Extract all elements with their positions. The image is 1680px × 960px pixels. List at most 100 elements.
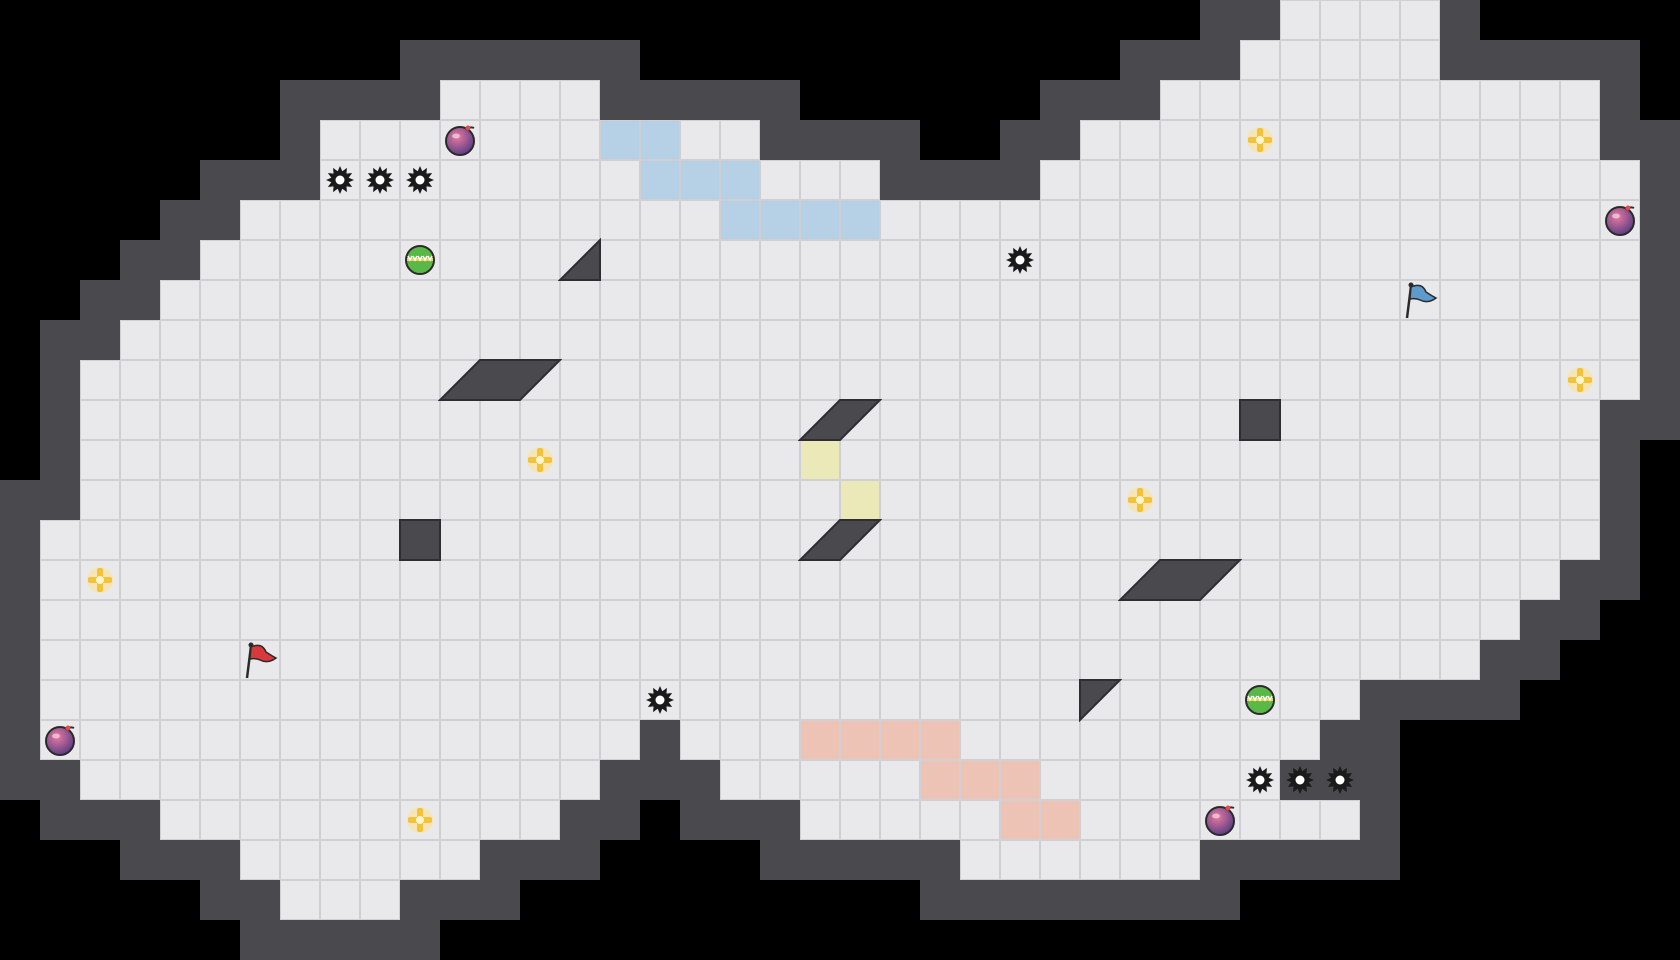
- wall-tile: [0, 480, 40, 520]
- floor-tile: [1120, 320, 1160, 360]
- grid-cell: [1440, 120, 1480, 160]
- grid-cell: [680, 360, 720, 400]
- grid-cell: [960, 400, 1000, 440]
- grid-cell: [1600, 320, 1640, 360]
- grid-cell: [1320, 400, 1360, 440]
- wall-tile: [240, 920, 280, 960]
- floor-tile: [40, 560, 80, 600]
- grid-cell: [1560, 440, 1600, 480]
- floor-tile: [840, 560, 880, 600]
- grid-cell: [1520, 120, 1560, 160]
- grid-cell: [1280, 360, 1320, 400]
- floor-tile: [480, 280, 520, 320]
- floor-tile: [920, 400, 960, 440]
- wall-tile: [160, 840, 200, 880]
- grid-cell: [1000, 840, 1040, 880]
- wall-tile: [1440, 680, 1480, 720]
- grid-cell: [1040, 520, 1080, 560]
- wall-tile: [0, 760, 40, 800]
- floor-tile: [1320, 560, 1360, 600]
- grid-cell: [280, 200, 320, 240]
- grid-cell: [360, 120, 400, 160]
- floor-tile: [760, 640, 800, 680]
- floor-tile: [1080, 840, 1120, 880]
- floor-tile: [200, 720, 240, 760]
- floor-tile: [320, 800, 360, 840]
- grid-cell: [640, 280, 680, 320]
- floor-tile: [920, 640, 960, 680]
- grid-cell: [1240, 80, 1280, 120]
- grid-cell: [1120, 240, 1160, 280]
- floor-tile: [1440, 480, 1480, 520]
- grid-cell: [1120, 280, 1160, 320]
- wall-tile: [1200, 840, 1240, 880]
- floor-tile: [1200, 320, 1240, 360]
- grid-cell: [1280, 440, 1320, 480]
- grid-cell: [1360, 240, 1400, 280]
- grid-cell: [240, 320, 280, 360]
- wall-tile: [400, 920, 440, 960]
- wall-tile: [1360, 840, 1400, 880]
- wall-tile: [1200, 0, 1240, 40]
- grid-cell: [1320, 160, 1360, 200]
- floor-tile: [1360, 160, 1400, 200]
- floor-tile: [1080, 320, 1120, 360]
- grid-cell: [80, 360, 120, 400]
- floor-tile: [1520, 320, 1560, 360]
- grid-cell: [1520, 440, 1560, 480]
- floor-tile: [1160, 440, 1200, 480]
- grid-cell: [320, 240, 360, 280]
- wall-tile: [1640, 240, 1680, 280]
- floor-tile: [480, 520, 520, 560]
- grid-cell: [280, 840, 320, 880]
- grid-cell: [640, 400, 680, 440]
- floor-tile: [1400, 400, 1440, 440]
- floor-tile: [440, 680, 480, 720]
- grid-cell: [560, 160, 600, 200]
- floor-tile: [360, 240, 400, 280]
- grid-cell: [1520, 80, 1560, 120]
- grid-cell: [1040, 640, 1080, 680]
- grid-cell: [1240, 40, 1280, 80]
- grid-cell: [800, 240, 840, 280]
- grid-cell: [1440, 520, 1480, 560]
- grid-cell: [400, 280, 440, 320]
- grid-cell: [40, 560, 80, 600]
- grid-cell: [400, 400, 440, 440]
- floor-tile: [200, 400, 240, 440]
- grid-cell: [1480, 280, 1520, 320]
- grid-cell: [1280, 240, 1320, 280]
- grid-cell: [1080, 280, 1120, 320]
- floor-tile: [520, 480, 560, 520]
- floor-tile: [960, 440, 1000, 480]
- floor-tile: [320, 480, 360, 520]
- grid-cell: [360, 160, 400, 200]
- grid-cell: [880, 440, 920, 480]
- floor-tile: [400, 360, 440, 400]
- grid-cell: [840, 160, 880, 200]
- floor-tile: [1040, 640, 1080, 680]
- grid-cell: [960, 360, 1000, 400]
- grid-cell: [160, 560, 200, 600]
- grid-cell: [1440, 600, 1480, 640]
- floor-tile: [440, 440, 480, 480]
- grid-cell: [1520, 520, 1560, 560]
- floor-tile: [1240, 480, 1280, 520]
- grid-cell: [880, 240, 920, 280]
- wall-tile: [1120, 80, 1160, 120]
- floor-tile: [280, 240, 320, 280]
- floor-tile: [360, 120, 400, 160]
- wall-tile: [840, 120, 880, 160]
- floor-tile: [960, 520, 1000, 560]
- grid-cell: [1000, 720, 1040, 760]
- grid-cell: [1200, 320, 1240, 360]
- floor-tile: [640, 400, 680, 440]
- floor-tile: [400, 400, 440, 440]
- wall-tile: [760, 800, 800, 840]
- wall-tile: [0, 720, 40, 760]
- floor-tile: [1600, 160, 1640, 200]
- grid-cell: [1120, 720, 1160, 760]
- grid-cell: [280, 360, 320, 400]
- floor-tile: [1040, 400, 1080, 440]
- floor-tile: [80, 480, 120, 520]
